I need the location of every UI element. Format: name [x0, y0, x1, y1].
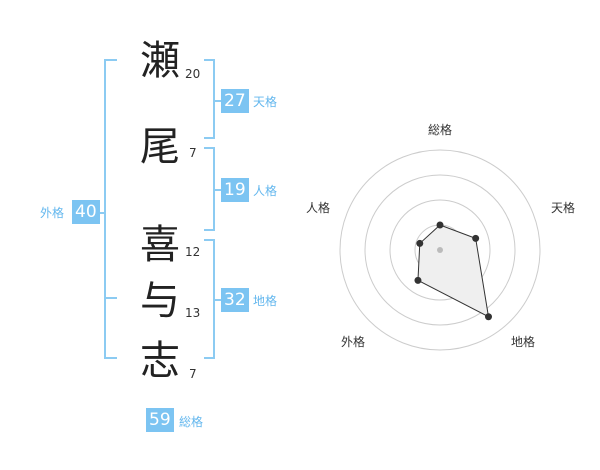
radar-ring-3	[364, 174, 516, 326]
chikaku-label: 地格	[253, 294, 278, 308]
jinkaku-value: 19	[221, 178, 249, 202]
name-char-2: 尾	[140, 124, 180, 170]
name-char-4: 与	[140, 278, 180, 324]
gaikaku-bracket	[104, 59, 117, 359]
radar-center-dot	[437, 247, 443, 253]
stroke-count-1: 20	[185, 67, 201, 81]
soukaku-label: 総格	[179, 415, 204, 429]
stroke-count-4: 13	[185, 306, 201, 320]
name-char-3: 喜	[140, 222, 180, 268]
stroke-count-5: 7	[189, 367, 197, 381]
jinkaku-label: 人格	[253, 184, 278, 198]
tenkaku-bracket	[204, 59, 215, 139]
radar-ring-2	[389, 199, 491, 301]
radar-area	[417, 224, 490, 318]
radar-point-5	[416, 239, 424, 247]
gaikaku-value: 40	[72, 200, 100, 224]
stroke-count-2: 7	[189, 146, 197, 160]
gaikaku-label: 外格	[40, 206, 65, 220]
radar-label-chikaku: 地格	[511, 335, 536, 349]
radar-label-gaikaku: 外格	[341, 335, 366, 349]
radar-label-jinkaku: 人格	[306, 201, 331, 215]
tenkaku-label: 天格	[253, 95, 278, 109]
radar-point-3	[484, 313, 492, 321]
radar-point-1	[436, 221, 444, 229]
stroke-count-3: 12	[185, 245, 201, 259]
soukaku-value: 59	[146, 408, 174, 432]
radar-label-tenkaku: 天格	[551, 201, 576, 215]
name-char-5: 志	[140, 338, 180, 384]
radar-point-2	[472, 234, 480, 242]
radar-ring-4	[339, 149, 541, 351]
name-char-1: 瀬	[140, 38, 180, 84]
chikaku-value: 32	[221, 288, 249, 312]
tenkaku-value: 27	[221, 89, 249, 113]
radar-label-soukaku: 総格	[428, 123, 453, 137]
radar-point-4	[414, 276, 422, 284]
